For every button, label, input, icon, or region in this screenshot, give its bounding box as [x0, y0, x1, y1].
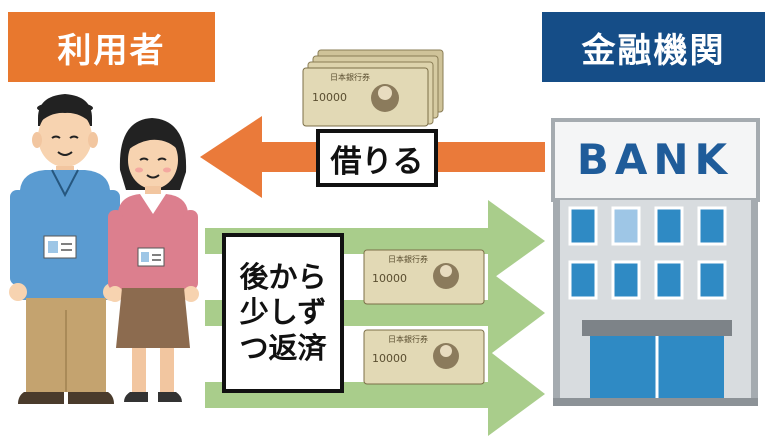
- borrow-caption: 借りる: [316, 129, 438, 187]
- repay-caption-line-1: 後から: [239, 259, 327, 294]
- repay-caption-line-3: つ返済: [239, 330, 327, 365]
- man-figure: [9, 94, 121, 404]
- bank-building: BANK: [551, 118, 760, 406]
- bank-sign-text: BANK: [577, 135, 733, 184]
- repay-note-1-denomination: 10000: [372, 272, 407, 285]
- user-label-text: 利用者: [57, 30, 166, 71]
- repay-caption: 後から 少しず つ返済: [222, 233, 344, 393]
- bank-label-text: 金融機関: [581, 30, 726, 71]
- repay-note-2-denomination: 10000: [372, 352, 407, 365]
- borrow-caption-text: 借りる: [330, 143, 424, 180]
- repay-arrow-bottom: [205, 350, 545, 436]
- bank-label: 金融機関: [542, 12, 765, 82]
- banknote-repay-2: 10000 日本銀行券: [363, 329, 485, 385]
- stack-note-header: 日本銀行券: [330, 72, 370, 82]
- banknote-repay-1: 10000 日本銀行券: [363, 249, 485, 305]
- banknote-stack: 10000 日本銀行券: [302, 49, 444, 127]
- repay-note-1-header: 日本銀行券: [388, 254, 428, 264]
- woman-figure: [107, 118, 199, 402]
- repay-note-2-header: 日本銀行券: [388, 334, 428, 344]
- user-label: 利用者: [8, 12, 215, 82]
- stack-note-denomination: 10000: [312, 91, 347, 104]
- repay-caption-line-2: 少しず: [239, 295, 327, 330]
